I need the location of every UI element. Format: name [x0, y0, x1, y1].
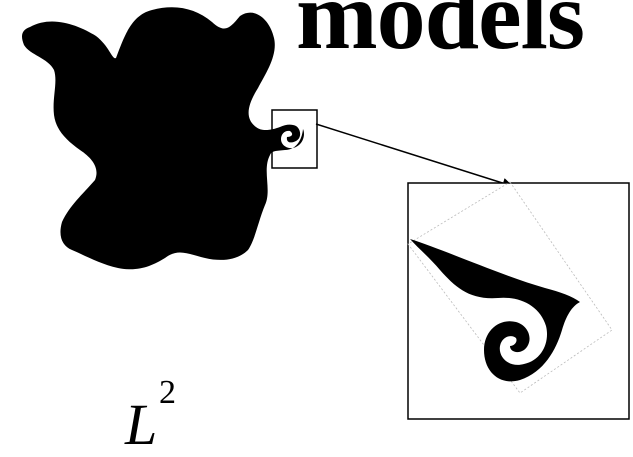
zoom-arrow	[315, 123, 514, 189]
formula-symbol: L	[125, 392, 158, 457]
zoom-selection-box	[271, 109, 318, 169]
curl-shape	[410, 239, 580, 382]
magnified-view-frame	[407, 182, 630, 420]
blob-shape	[22, 7, 304, 270]
rotated-guide-rect	[407, 181, 613, 394]
slide-title: models	[296, 0, 585, 70]
diagram-canvas	[22, 7, 630, 420]
formula-superscript: 2	[159, 374, 176, 411]
